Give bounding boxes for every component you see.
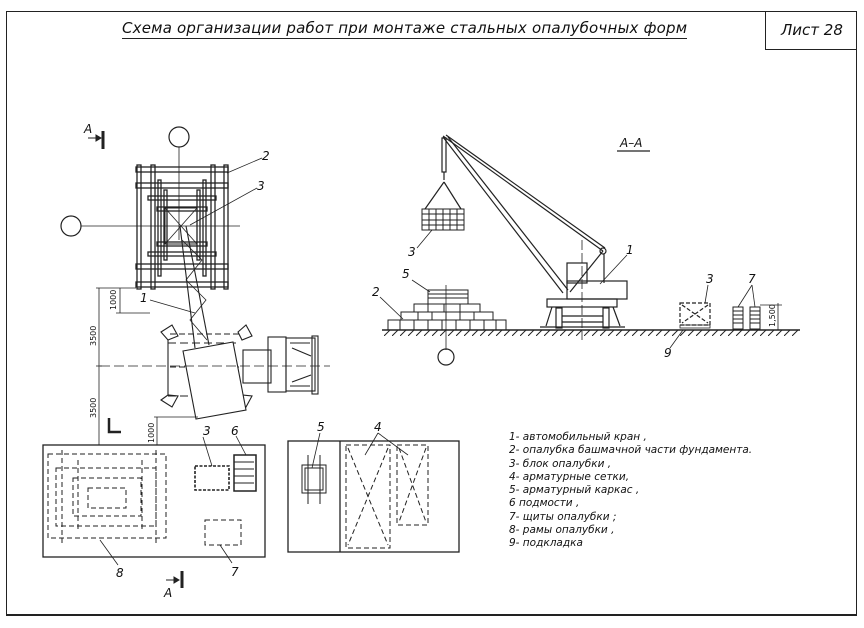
dimension-bottom-offset: 1000 [147, 423, 156, 443]
dimension-stack-height: 1,500 [768, 304, 777, 327]
legend-item: 3- блок опалубки , [509, 457, 612, 470]
section-marker-bottom: А [163, 571, 184, 600]
formwork-panels-section [732, 306, 761, 330]
dimension-upper-span: 3500 [89, 326, 98, 346]
storage-area-frames [42, 444, 266, 558]
legend: 1- автомобильный кран , 2- опалубка башм… [509, 431, 752, 551]
section-title: А–А [619, 136, 642, 150]
callout-5-section: 5 [402, 267, 410, 281]
legend-item: 4- арматурные сетки, [509, 470, 630, 483]
legend-item: 5- арматурный каркас , [509, 484, 640, 497]
axis-bubble-section [437, 348, 455, 366]
section-marker-top: А [83, 122, 105, 149]
legend-item: 2- опалубка башмачной части фундамента. [509, 444, 753, 457]
legend-item: 7- щиты опалубки ; [509, 510, 617, 523]
axis-bubble-left [60, 215, 82, 237]
formwork-block-ground [679, 302, 711, 326]
legend-item: 6 подмости , [509, 497, 580, 510]
plan-view: А [42, 122, 460, 600]
ground-hatch [382, 330, 800, 336]
callout-1-section: 1 [626, 243, 634, 257]
callout-6: 6 [231, 424, 239, 438]
callout-7-section: 7 [748, 272, 756, 286]
rebar-meshes-stored [345, 444, 429, 549]
formwork-block-stored [194, 465, 230, 491]
section-view: А–А 2 5 [372, 134, 800, 366]
formwork-frames-stored [47, 450, 167, 545]
drawing-frame [6, 11, 857, 616]
formwork-panels-stored [204, 519, 242, 546]
corner-mark [107, 418, 121, 434]
callout-5-plan: 5 [317, 420, 325, 434]
legend-item: 8- рамы опалубки , [509, 524, 615, 537]
sheet-number: Лист 28 [781, 21, 843, 39]
foundation-formwork-section [387, 289, 507, 331]
section-marker-letter: А [83, 122, 92, 136]
foundation-formwork-plan [135, 164, 229, 290]
scaffold-stored [233, 454, 257, 492]
storage-area-rebar [287, 440, 460, 553]
dimension-top-offset: 1000 [109, 290, 118, 310]
callout-3-plan: 3 [257, 179, 265, 193]
support-pad [679, 324, 711, 329]
dimension-lower-span: 3500 [89, 398, 98, 418]
axis-bubble-top [168, 126, 190, 148]
legend-item: 9- подкладка [509, 537, 583, 550]
callout-4: 4 [374, 420, 382, 434]
callout-2-plan: 2 [262, 149, 270, 163]
rebar-cage-stored [301, 455, 327, 504]
callout-8: 8 [116, 566, 124, 580]
legend-item: 1- автомобильный кран , [509, 431, 647, 443]
crane-section [424, 134, 628, 329]
callout-2-section: 2 [372, 285, 380, 299]
sheet-number-box [765, 11, 857, 50]
callout-3-storage: 3 [203, 424, 211, 438]
crane-plan [160, 324, 319, 420]
callout-7-plan: 7 [231, 565, 239, 579]
callout-3-hanging: 3 [408, 245, 416, 259]
callout-3-ground: 3 [706, 272, 714, 286]
callout-9: 9 [664, 346, 672, 360]
drawing-title: Схема организации работ при монтаже стал… [122, 19, 688, 39]
section-marker-letter-bottom: А [163, 586, 172, 600]
hanging-formwork-block [421, 208, 465, 231]
callout-1-plan: 1 [140, 291, 148, 305]
crane-boom-plan [179, 225, 210, 349]
